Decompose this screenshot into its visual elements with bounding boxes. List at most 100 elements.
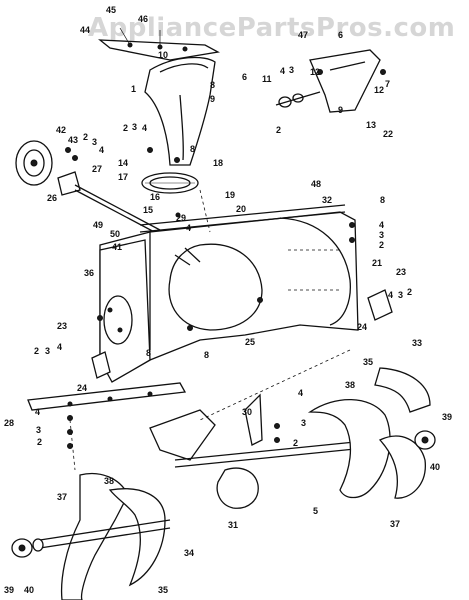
side-plate	[99, 239, 151, 383]
callout-label-23: 23	[57, 321, 67, 331]
callout-label-3: 3	[289, 65, 294, 75]
callout-label-4: 4	[99, 145, 104, 155]
callout-label-4: 4	[57, 342, 62, 352]
callout-label-34: 34	[184, 548, 194, 558]
callout-label-47: 47	[298, 30, 308, 40]
callout-label-15: 15	[143, 205, 153, 215]
callout-label-4: 4	[298, 388, 303, 398]
callout-label-8: 8	[190, 144, 195, 154]
callout-label-26: 26	[47, 193, 57, 203]
callout-label-2: 2	[37, 437, 42, 447]
callout-label-46: 46	[138, 14, 148, 24]
callout-label-31: 31	[228, 520, 238, 530]
callout-label-48: 48	[311, 179, 321, 189]
callout-label-6: 6	[338, 30, 343, 40]
callout-label-12: 12	[310, 67, 320, 77]
scraper-bar	[27, 382, 187, 411]
callout-label-9: 9	[210, 94, 215, 104]
chute-deflector	[98, 27, 220, 61]
callout-label-24: 24	[77, 383, 87, 393]
callout-label-30: 30	[242, 407, 252, 417]
callout-label-28: 28	[4, 418, 14, 428]
callout-label-44: 44	[80, 25, 90, 35]
auger-housing	[99, 204, 359, 381]
callout-label-3: 3	[92, 137, 97, 147]
callout-label-29: 29	[176, 213, 186, 223]
callout-label-1: 1	[131, 84, 136, 94]
callout-label-16: 16	[150, 192, 160, 202]
callout-label-2: 2	[407, 287, 412, 297]
callout-label-18: 18	[213, 158, 223, 168]
callout-label-3: 3	[301, 418, 306, 428]
callout-label-3: 3	[379, 230, 384, 240]
callout-label-35: 35	[363, 357, 373, 367]
callout-label-22: 22	[383, 129, 393, 139]
callout-label-10: 10	[158, 50, 168, 60]
callout-label-33: 33	[412, 338, 422, 348]
callout-label-45: 45	[106, 5, 116, 15]
callout-label-3: 3	[36, 425, 41, 435]
callout-label-8: 8	[380, 195, 385, 205]
callout-label-2: 2	[34, 346, 39, 356]
callout-label-2: 2	[379, 240, 384, 250]
callout-label-19: 19	[225, 190, 235, 200]
watermark-text: AppliancePartsPros.com	[88, 13, 455, 43]
callout-label-2: 2	[83, 132, 88, 142]
callout-label-40: 40	[24, 585, 34, 595]
callout-label-37: 37	[57, 492, 67, 502]
callout-label-27: 27	[92, 164, 102, 174]
callout-label-21: 21	[372, 258, 382, 268]
callout-label-38: 38	[345, 380, 355, 390]
deflector-bracket	[275, 49, 381, 113]
right-auger	[307, 367, 436, 499]
callout-label-2: 2	[293, 438, 298, 448]
callout-label-40: 40	[430, 462, 440, 472]
callout-label-2: 2	[123, 123, 128, 133]
callout-label-39: 39	[4, 585, 14, 595]
chute-ring	[141, 172, 199, 194]
callout-label-36: 36	[84, 268, 94, 278]
callout-label-4: 4	[388, 290, 393, 300]
callout-label-8: 8	[204, 350, 209, 360]
callout-label-32: 32	[322, 195, 332, 205]
callout-label-25: 25	[245, 337, 255, 347]
callout-label-39: 39	[442, 412, 452, 422]
callout-label-14: 14	[118, 158, 128, 168]
callout-label-8: 8	[210, 80, 215, 90]
hardware	[65, 69, 386, 449]
shave-plate	[91, 289, 393, 379]
callout-label-3: 3	[398, 290, 403, 300]
gearbox	[149, 393, 376, 509]
callout-label-4: 4	[35, 407, 40, 417]
callout-label-13: 13	[366, 120, 376, 130]
callout-label-4: 4	[142, 123, 147, 133]
callout-label-38: 38	[104, 476, 114, 486]
callout-label-20: 20	[236, 204, 246, 214]
callout-label-3: 3	[132, 122, 137, 132]
callout-label-49: 49	[93, 220, 103, 230]
callout-label-24: 24	[357, 322, 367, 332]
callout-label-11: 11	[262, 74, 272, 84]
callout-label-23: 23	[396, 267, 406, 277]
callout-label-35: 35	[158, 585, 168, 595]
callout-label-50: 50	[110, 229, 120, 239]
callout-label-42: 42	[56, 125, 66, 135]
callout-label-4: 4	[186, 223, 191, 233]
left-auger	[11, 472, 171, 600]
callout-label-41: 41	[112, 242, 122, 252]
callout-label-8: 8	[146, 348, 151, 358]
callout-label-4: 4	[379, 220, 384, 230]
callout-label-5: 5	[313, 506, 318, 516]
callout-label-12: 12	[374, 85, 384, 95]
callout-label-7: 7	[385, 79, 390, 89]
callout-label-2: 2	[276, 125, 281, 135]
callout-label-9: 9	[338, 105, 343, 115]
callout-label-43: 43	[68, 135, 78, 145]
callout-label-37: 37	[390, 519, 400, 529]
callout-label-4: 4	[280, 66, 285, 76]
callout-label-17: 17	[118, 172, 128, 182]
callout-label-6: 6	[242, 72, 247, 82]
